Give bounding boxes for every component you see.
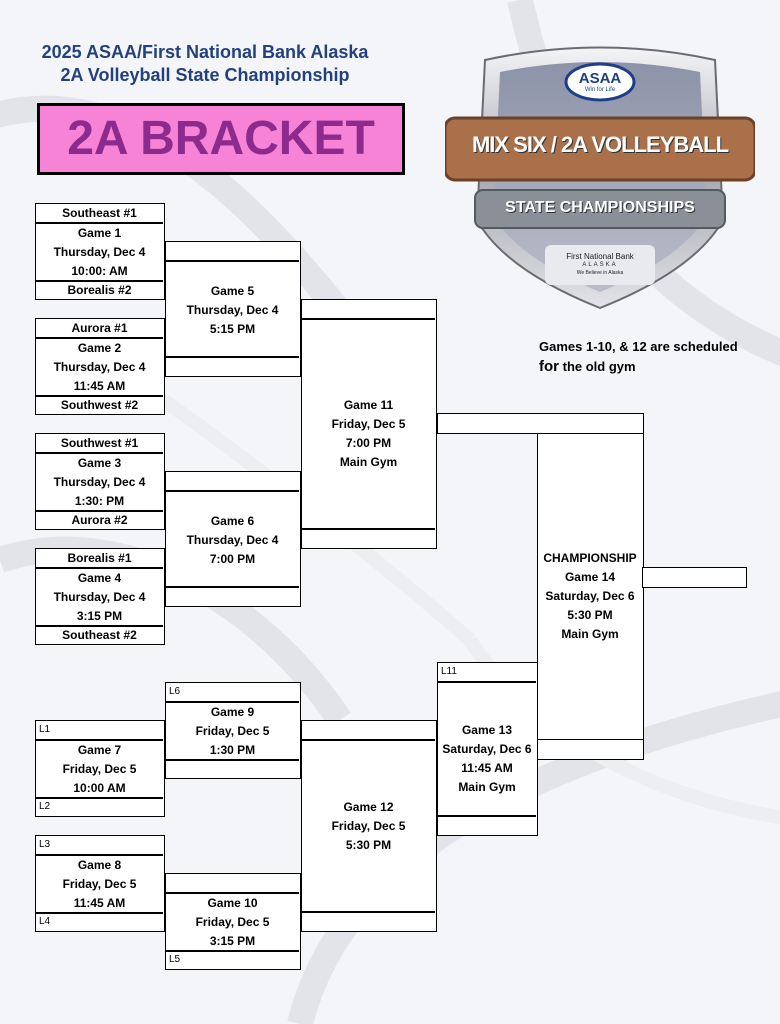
logo-sponsor-sub: ALASKA <box>582 262 618 268</box>
game-7-box: L1 Game 7 Friday, Dec 5 10:00 AM L2 <box>35 720 165 817</box>
game-11-winner-slot <box>437 413 644 434</box>
game-3-time: 1:30: PM <box>74 494 125 508</box>
game-12-day: Friday, Dec 5 <box>331 819 406 833</box>
game-10-time: 3:15 PM <box>209 934 256 948</box>
game-3-bottom-team: Aurora #2 <box>71 513 128 527</box>
game-4-time: 3:15 PM <box>76 609 123 623</box>
loser-tag-l1: L1 <box>39 724 51 735</box>
game-13-winner-slot <box>537 739 644 760</box>
game-4-box: Borealis #1 Game 4 Thursday, Dec 4 3:15 … <box>35 548 165 645</box>
game-12-box: Game 12 Friday, Dec 5 5:30 PM <box>301 720 437 932</box>
game-5-day: Thursday, Dec 4 <box>186 303 279 317</box>
game-12-time: 5:30 PM <box>345 838 392 852</box>
game-11-name: Game 11 <box>343 398 394 412</box>
game-11-venue: Main Gym <box>339 455 398 469</box>
game-1-bottom-team: Borealis #2 <box>67 283 132 297</box>
game-8-name: Game 8 <box>77 858 122 872</box>
game-1-name: Game 1 <box>77 226 122 240</box>
game-11-time: 7:00 PM <box>345 436 392 450</box>
logo-banner-line1: MIX SIX / 2A VOLLEYBALL <box>471 132 729 157</box>
logo-banner-line2: STATE CHAMPIONSHIPS <box>505 199 695 216</box>
venue-note-rest: the old gym <box>559 359 636 374</box>
game-13-venue: Main Gym <box>458 780 516 794</box>
game-11-day: Friday, Dec 5 <box>331 417 406 431</box>
game-1-top-team: Southeast #1 <box>62 206 137 220</box>
loser-tag-l4: L4 <box>39 916 51 927</box>
game-9-box: L6 Game 9 Friday, Dec 5 1:30 PM <box>165 682 301 779</box>
logo-org: ASAA <box>578 70 622 87</box>
championship-box: CHAMPIONSHIP Game 14 Saturday, Dec 6 5:3… <box>537 433 644 759</box>
event-title-line2: 2A Volleyball State Championship <box>60 65 350 85</box>
game-13-time: 11:45 AM <box>461 761 513 775</box>
game-7-name: Game 7 <box>77 743 122 757</box>
game-14-venue: Main Gym <box>561 627 619 641</box>
game-10-day: Friday, Dec 5 <box>195 915 270 929</box>
loser-tag-l11: L11 <box>441 666 457 677</box>
loser-tag-l5: L5 <box>169 954 181 965</box>
game-13-box: L11 Game 13 Saturday, Dec 6 11:45 AM Mai… <box>437 662 538 836</box>
game-2-day: Thursday, Dec 4 <box>53 360 146 374</box>
game-6-time: 7:00 PM <box>209 552 256 566</box>
game-3-name: Game 3 <box>77 456 122 470</box>
event-title-line1: 2025 ASAA/First National Bank Alaska <box>41 42 369 62</box>
game-10-name: Game 10 <box>207 896 258 910</box>
game-10-box: Game 10 Friday, Dec 5 3:15 PM L5 <box>165 873 301 970</box>
game-12-name: Game 12 <box>343 800 394 814</box>
game-14-name: Game 14 <box>564 570 616 584</box>
logo-sponsor-tagline: We Believe in Alaska <box>576 270 624 276</box>
game-3-box: Southwest #1 Game 3 Thursday, Dec 4 1:30… <box>35 433 165 530</box>
venue-note-line2: for the old gym <box>539 357 759 377</box>
bracket-title: 2A BRACKET <box>37 103 405 175</box>
game-4-bottom-team: Southeast #2 <box>62 628 137 642</box>
champion-slot <box>642 567 747 588</box>
game-8-day: Friday, Dec 5 <box>62 877 137 891</box>
venue-note-line1: Games 1-10, & 12 are scheduled <box>539 339 738 354</box>
game-1-box: Southeast #1 Game 1 Thursday, Dec 4 10:0… <box>35 203 165 300</box>
game-13-name: Game 13 <box>461 723 513 737</box>
game-5-box: Game 5 Thursday, Dec 4 5:15 PM <box>165 241 301 377</box>
game-13-day: Saturday, Dec 6 <box>442 742 532 756</box>
logo-org-tagline: Win for Life <box>584 87 616 93</box>
game-7-time: 10:00 AM <box>73 781 126 795</box>
game-9-name: Game 9 <box>210 705 255 719</box>
venue-note-for: for <box>539 358 559 375</box>
venue-note: Games 1-10, & 12 are scheduled for the o… <box>539 337 759 377</box>
game-2-box: Aurora #1 Game 2 Thursday, Dec 4 11:45 A… <box>35 318 165 415</box>
game-4-top-team: Borealis #1 <box>67 551 132 565</box>
game-6-day: Thursday, Dec 4 <box>186 533 279 547</box>
game-6-box: Game 6 Thursday, Dec 4 7:00 PM <box>165 471 301 607</box>
game-9-time: 1:30 PM <box>209 743 256 757</box>
game-14-time: 5:30 PM <box>567 608 613 622</box>
game-7-day: Friday, Dec 5 <box>62 762 137 776</box>
game-9-day: Friday, Dec 5 <box>195 724 270 738</box>
game-3-top-team: Southwest #1 <box>60 436 139 450</box>
game-8-time: 11:45 AM <box>73 896 126 910</box>
game-3-day: Thursday, Dec 4 <box>53 475 146 489</box>
game-14-day: Saturday, Dec 6 <box>545 589 635 603</box>
game-2-time: 11:45 AM <box>73 379 126 393</box>
loser-tag-l3: L3 <box>39 839 51 850</box>
logo-sponsor: First National Bank <box>566 252 634 261</box>
game-1-time: 10:00: AM <box>71 264 128 278</box>
game-8-box: L3 Game 8 Friday, Dec 5 11:45 AM L4 <box>35 835 165 932</box>
game-2-top-team: Aurora #1 <box>71 321 128 335</box>
loser-tag-l6: L6 <box>169 686 181 697</box>
game-2-name: Game 2 <box>77 341 122 355</box>
championship-logo: ASAA Win for Life MIX SIX / 2A VOLLEYBAL… <box>443 40 757 312</box>
game-4-name: Game 4 <box>77 571 122 585</box>
game-4-day: Thursday, Dec 4 <box>53 590 146 604</box>
loser-tag-l2: L2 <box>39 801 51 812</box>
game-5-time: 5:15 PM <box>209 322 256 336</box>
game-1-day: Thursday, Dec 4 <box>53 245 146 259</box>
game-6-name: Game 6 <box>210 514 255 528</box>
game-11-box: Game 11 Friday, Dec 5 7:00 PM Main Gym <box>301 299 437 549</box>
game-2-bottom-team: Southwest #2 <box>60 398 139 412</box>
game-5-name: Game 5 <box>210 284 255 298</box>
championship-label: CHAMPIONSHIP <box>543 551 637 565</box>
shield-logo-icon <box>443 46 757 310</box>
